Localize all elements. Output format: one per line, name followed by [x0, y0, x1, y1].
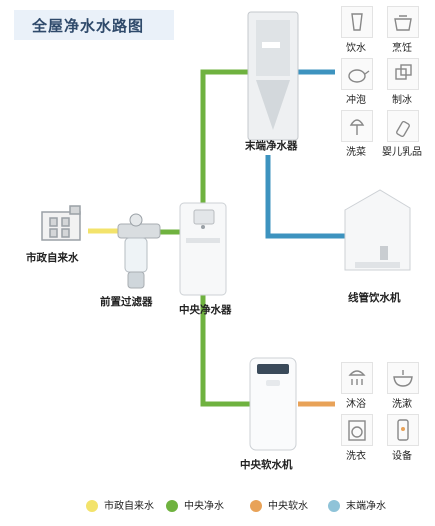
terminal-purifier-label: 末端净水器: [245, 140, 298, 152]
app-ice-label: 制冰: [392, 95, 412, 106]
legend-item-central: 中央净水: [166, 497, 224, 513]
app-washing-vegetables-label: 洗菜: [346, 147, 366, 158]
central-softener-label: 中央软水机: [240, 459, 293, 471]
ice-cube-icon: [387, 58, 419, 90]
app-cooking-label: 烹饪: [392, 43, 412, 54]
central-water-pipes: [160, 69, 250, 407]
shower-icon: [341, 362, 373, 394]
vegetable-icon: [341, 110, 373, 142]
app-brewing-label: 冲泡: [346, 95, 366, 106]
terminal-purifier-device-icon: [247, 11, 299, 141]
central-purifier-label: 中央净水器: [179, 304, 232, 316]
prefilter-device-icon: [117, 213, 161, 289]
pipeline-dispenser-device-icon: [344, 189, 411, 271]
central-softener-device-icon: [249, 357, 297, 451]
washbasin-icon: [387, 362, 419, 394]
legend-item-soft: 中央软水: [250, 497, 308, 513]
terminal-water-pipes: [265, 69, 345, 239]
legend-label: 中央净水: [184, 501, 224, 512]
cup-icon: [341, 6, 373, 38]
baby-bottle-icon: [387, 110, 419, 142]
municipal-water-label: 市政自来水: [26, 252, 79, 264]
app-washing-up-label: 洗漱: [392, 399, 412, 410]
app-laundry-label: 洗衣: [346, 451, 366, 462]
water-heater-icon: [387, 414, 419, 446]
title-background: [14, 10, 174, 40]
cooking-pot-icon: [387, 6, 419, 38]
legend-swatch: [166, 500, 178, 513]
pipe-central-to-softener: [200, 290, 250, 407]
legend-item-terminal: 末端净水: [328, 497, 386, 513]
pipeline-dispenser-label: 线管饮水机: [348, 292, 401, 304]
prefilter-label: 前置过滤器: [100, 296, 153, 308]
washing-machine-icon: [341, 414, 373, 446]
app-equipment-label: 设备: [392, 451, 412, 462]
pipe-central-to-terminal: [200, 69, 248, 205]
legend-swatch: [328, 500, 340, 513]
page-title: 全屋净水水路图: [32, 18, 145, 35]
app-shower-label: 沐浴: [346, 399, 366, 410]
app-baby-formula-label: 婴儿乳品: [382, 147, 422, 158]
legend-label: 末端净水: [346, 501, 386, 512]
teapot-icon: [341, 58, 373, 90]
central-purifier-device-icon: [179, 202, 227, 296]
municipal-building-icon: [41, 205, 81, 241]
legend-item-municipal: 市政自来水: [86, 497, 154, 513]
app-drinking-label: 饮水: [346, 43, 366, 54]
legend-label: 中央软水: [268, 501, 308, 512]
legend-swatch: [250, 500, 262, 513]
legend-swatch: [86, 500, 98, 513]
legend-label: 市政自来水: [104, 501, 154, 512]
pipe-terminal-to-dispenser: [265, 155, 345, 239]
